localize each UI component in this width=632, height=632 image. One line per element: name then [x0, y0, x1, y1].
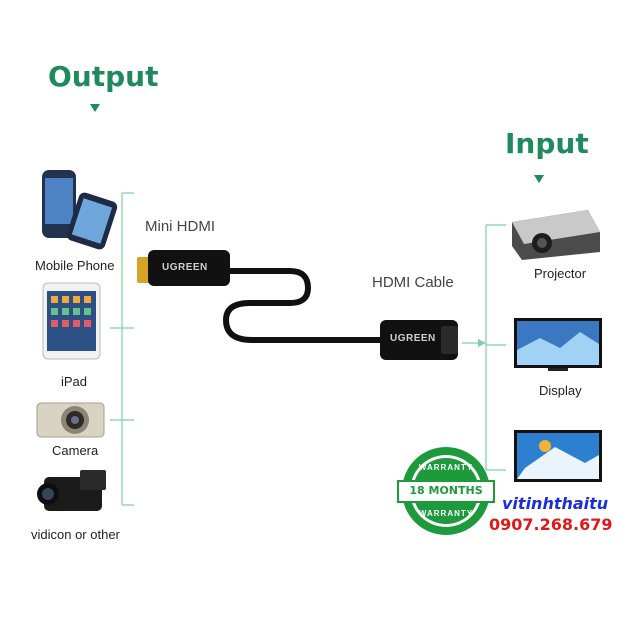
- device-label-projector: Projector: [534, 266, 587, 281]
- output-arrow-icon: [90, 104, 100, 112]
- output-heading: Output: [48, 60, 159, 93]
- device-label-vidicon: vidicon or other: [31, 527, 120, 542]
- hdmi-cable-label: HDMI Cable: [372, 274, 454, 291]
- mini-hdmi-label: Mini HDMI: [145, 218, 215, 235]
- cable-brand-port: UGREEN: [390, 333, 436, 344]
- monitor-icon: [514, 318, 602, 371]
- device-label-camera: Camera: [52, 443, 99, 458]
- input-arrow-icon: [534, 175, 544, 183]
- input-arrow-head-icon: [478, 339, 486, 347]
- tv-icon: [514, 430, 602, 482]
- mini-hdmi-plug-tip: [137, 257, 150, 283]
- badge-bottom-text: WARRANTY: [418, 509, 474, 518]
- device-label-mobile-phone: Mobile Phone: [35, 258, 115, 273]
- hdmi-cable: [137, 250, 458, 360]
- cable-brand-mini: UGREEN: [162, 262, 208, 273]
- input-heading: Input: [505, 127, 589, 160]
- shop-name: vitinhthaitu: [502, 494, 609, 513]
- camera-icon: [36, 402, 105, 438]
- device-label-display: Display: [539, 383, 582, 398]
- hdmi-female-connector: [380, 320, 458, 360]
- output-bracket-lines: [110, 192, 134, 506]
- input-bracket-lines: [462, 224, 506, 471]
- mini-hdmi-plug-body: [148, 250, 230, 286]
- badge-top-text: WARRANTY: [418, 463, 474, 472]
- shop-phone: 0907.268.679: [489, 515, 613, 534]
- warranty-badge-icon: [397, 447, 495, 535]
- tablet-icon: [42, 282, 101, 360]
- projector-icon: [512, 210, 600, 260]
- camcorder-icon: [37, 470, 106, 511]
- device-label-ipad: iPad: [61, 374, 88, 389]
- badge-center-text: 18 MONTHS: [409, 484, 483, 497]
- smartphone-icon: [42, 170, 118, 250]
